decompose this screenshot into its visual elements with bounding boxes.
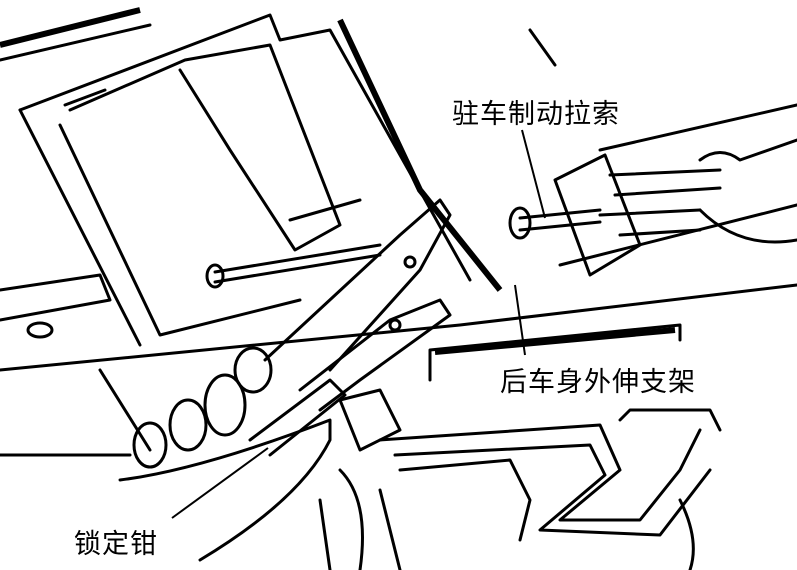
locking-pliers-part — [248, 198, 452, 457]
edge-mark — [528, 28, 557, 67]
leader-cable — [521, 129, 546, 219]
rear-body-outrigger-part — [318, 323, 722, 570]
floor-edge — [0, 283, 797, 372]
seat-panel — [18, 13, 503, 347]
top-rail — [0, 7, 141, 48]
cable-hole — [205, 263, 225, 289]
label-parking-brake-cable: 驻车制动拉索 — [452, 99, 620, 130]
leader-pliers — [171, 447, 269, 519]
hand — [118, 346, 332, 562]
parking-brake-cable-part — [508, 103, 797, 277]
label-locking-pliers: 锁定钳 — [74, 529, 158, 560]
leader-outrigger — [514, 284, 526, 356]
label-rear-body-outrigger: 后车身外伸支架 — [500, 367, 696, 398]
